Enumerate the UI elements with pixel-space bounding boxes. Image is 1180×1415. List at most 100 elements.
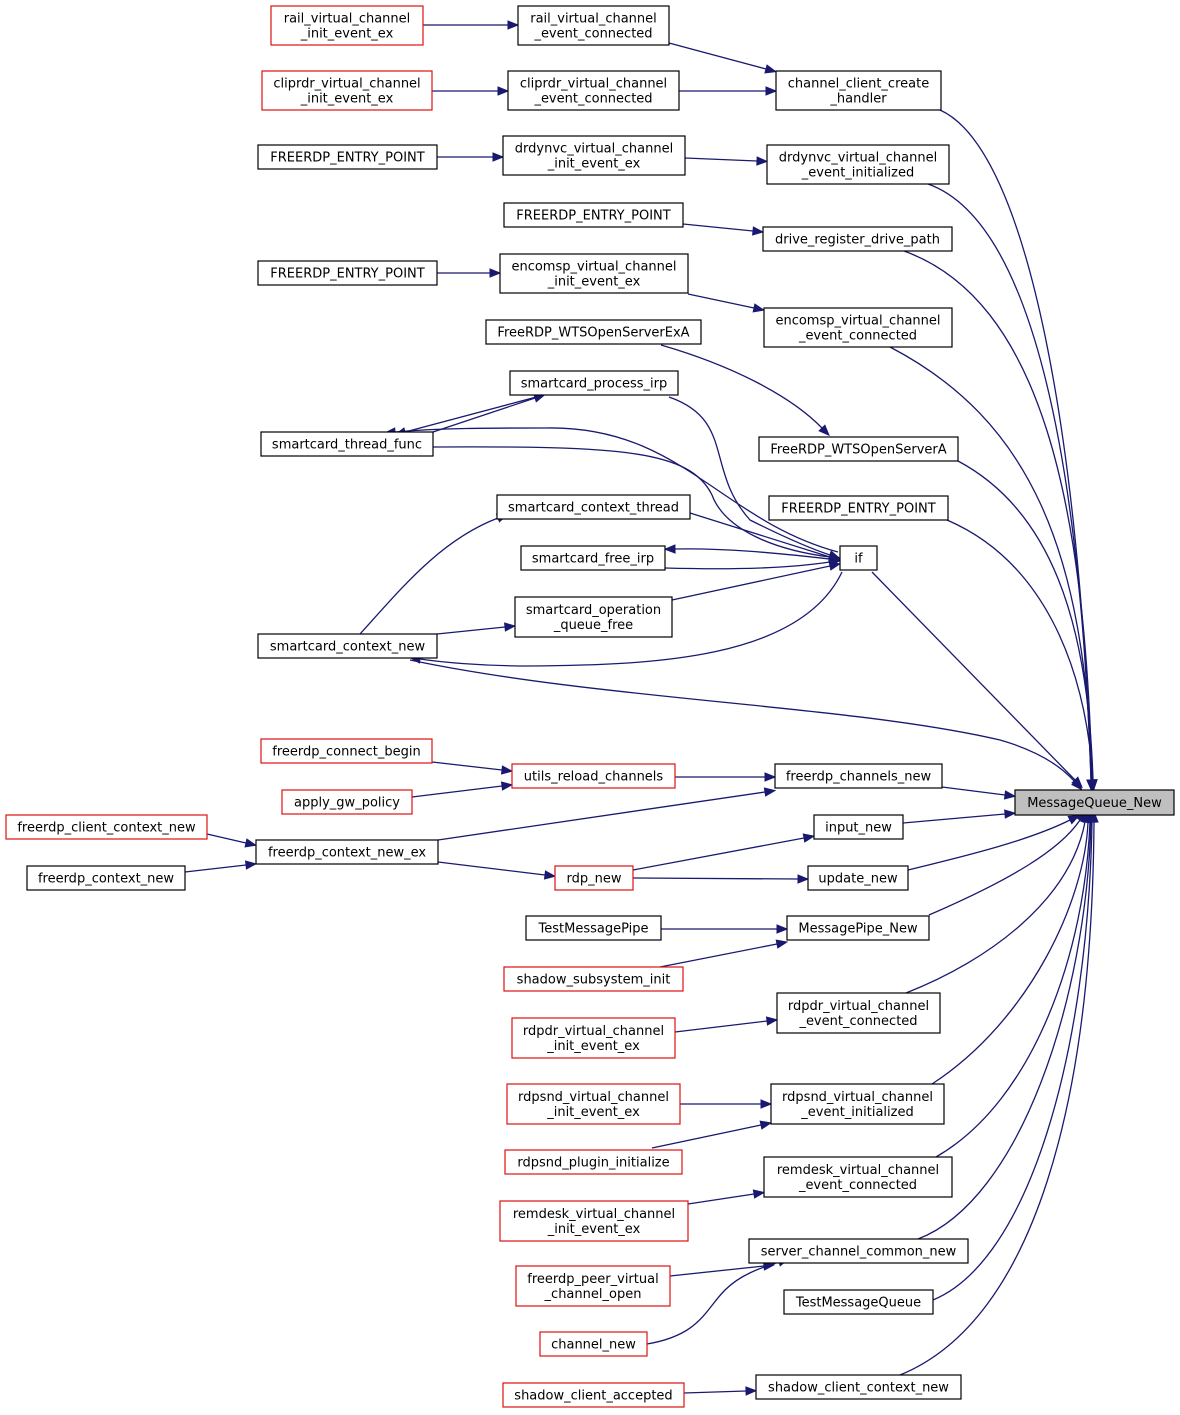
node-label: _event_connected bbox=[798, 329, 917, 344]
node-label: _init_event_ex bbox=[547, 1222, 641, 1237]
arrowhead bbox=[752, 1189, 766, 1199]
node-rdpdr-conn[interactable]: rdpdr_virtual_channel_event_connected bbox=[776, 992, 941, 1034]
node-label: _event_connected bbox=[533, 92, 652, 107]
node-peer-ch[interactable]: freerdp_peer_virtual_channel_open bbox=[515, 1265, 671, 1307]
node-input[interactable]: input_new bbox=[813, 814, 904, 840]
node-chan-new[interactable]: freerdp_channels_new bbox=[774, 763, 943, 789]
node-label: MessageQueue_New bbox=[1027, 796, 1162, 811]
node-enc-conn[interactable]: encomsp_virtual_channel_event_connected bbox=[763, 307, 953, 348]
edge-client_ctx-to-ctx_ex bbox=[206, 833, 258, 848]
node-wts[interactable]: FreeRDP_WTSOpenServerA bbox=[758, 436, 959, 462]
node-label: rdpsnd_plugin_initialize bbox=[517, 1156, 669, 1171]
node-rem-conn[interactable]: remdesk_virtual_channel_event_connected bbox=[763, 1156, 953, 1198]
edge-sc_thread-to-sc_irp bbox=[432, 393, 546, 433]
nodes-layer: MessageQueue_New rail_virtual_channel_ini… bbox=[5, 5, 1175, 1408]
edge-input-to-mq bbox=[902, 809, 1017, 824]
node-label: smartcard_operation bbox=[526, 603, 661, 618]
node-label: rdpdr_virtual_channel bbox=[523, 1024, 664, 1039]
edge-clip_init-to-clip_conn bbox=[432, 86, 510, 96]
edge-enc_init-to-enc_conn bbox=[687, 293, 766, 313]
node-label: TestMessagePipe bbox=[538, 922, 649, 937]
node-fep2[interactable]: FREERDP_ENTRY_POINT bbox=[503, 202, 684, 228]
node-label: _event_connected bbox=[798, 1014, 917, 1029]
node-fep3[interactable]: FREERDP_ENTRY_POINT bbox=[257, 260, 438, 286]
node-rail-init[interactable]: rail_virtual_channel_init_event_ex bbox=[270, 5, 424, 46]
node-fep1[interactable]: FREERDP_ENTRY_POINT bbox=[257, 144, 438, 170]
arrowhead bbox=[775, 939, 789, 949]
node-enc-init[interactable]: encomsp_virtual_channel_init_event_ex bbox=[499, 253, 689, 294]
node-utils[interactable]: utils_reload_channels bbox=[511, 763, 676, 789]
node-sc-opq[interactable]: smartcard_operation_queue_free bbox=[514, 596, 673, 638]
node-mpipe[interactable]: MessagePipe_New bbox=[786, 915, 930, 941]
node-clip-init[interactable]: cliprdr_virtual_channel_init_event_ex bbox=[261, 70, 433, 111]
node-label: freerdp_context_new_ex bbox=[268, 846, 426, 861]
arrowhead bbox=[244, 860, 258, 870]
edge-sc_ctx_new-to-mq bbox=[409, 659, 1083, 791]
edge-snd_init-to-snd_ev bbox=[680, 1099, 773, 1109]
node-update[interactable]: update_new bbox=[807, 865, 909, 891]
node-label: MessagePipe_New bbox=[798, 922, 918, 937]
node-clip-conn[interactable]: cliprdr_virtual_channel_event_connected bbox=[507, 70, 680, 111]
node-drd-ev[interactable]: drdynvc_virtual_channel_event_initialize… bbox=[766, 144, 950, 185]
node-sc-free[interactable]: smartcard_free_irp bbox=[520, 545, 666, 571]
node-label: _init_event_ex bbox=[547, 157, 641, 172]
node-label: TestMessageQueue bbox=[795, 1296, 921, 1311]
node-conn-begin[interactable]: freerdp_connect_begin bbox=[260, 738, 433, 764]
edge-sc_free-to-if bbox=[664, 557, 842, 570]
node-server-ch[interactable]: server_channel_common_new bbox=[748, 1238, 969, 1264]
node-snd-ev[interactable]: rdpsnd_virtual_channel_event_initialized bbox=[770, 1083, 945, 1125]
node-rdp[interactable]: rdp_new bbox=[554, 865, 634, 891]
node-drd-init[interactable]: drdynvc_virtual_channel_init_event_ex bbox=[502, 135, 686, 176]
node-sc-thread[interactable]: smartcard_thread_func bbox=[260, 431, 434, 457]
edge-test_queue-to-mq bbox=[932, 810, 1097, 1301]
node-label: _queue_free bbox=[553, 618, 633, 633]
node-channel-new[interactable]: channel_new bbox=[539, 1331, 648, 1357]
edge-fep1-to-drd_init bbox=[437, 152, 505, 162]
node-shadow-ctx[interactable]: shadow_client_context_new bbox=[755, 1374, 962, 1400]
node-if[interactable]: if bbox=[839, 545, 878, 571]
node-test-pipe[interactable]: TestMessagePipe bbox=[525, 915, 662, 941]
node-sc-ctx-thread[interactable]: smartcard_context_thread bbox=[496, 494, 691, 520]
node-client-ctx[interactable]: freerdp_client_context_new bbox=[5, 814, 208, 840]
node-label: _init_event_ex bbox=[300, 27, 394, 42]
edge-update-to-mq bbox=[907, 814, 1081, 871]
node-snd-plugin[interactable]: rdpsnd_plugin_initialize bbox=[504, 1149, 683, 1175]
arrowhead bbox=[776, 924, 789, 934]
node-test-queue[interactable]: TestMessageQueue bbox=[783, 1289, 934, 1315]
node-wtsex[interactable]: FreeRDP_WTSOpenServerExA bbox=[485, 319, 702, 345]
node-label: freerdp_peer_virtual bbox=[527, 1272, 658, 1287]
edge-rail_conn-to-cch bbox=[668, 42, 777, 74]
arrowhead bbox=[500, 765, 514, 775]
node-sc-irp[interactable]: smartcard_process_irp bbox=[509, 370, 679, 396]
node-label: freerdp_context_new bbox=[38, 872, 174, 887]
node-fep4[interactable]: FREERDP_ENTRY_POINT bbox=[768, 495, 949, 521]
node-rail-conn[interactable]: rail_virtual_channel_event_connected bbox=[517, 5, 670, 46]
node-label: FREERDP_ENTRY_POINT bbox=[270, 151, 424, 166]
edge-fep3-to-enc_init bbox=[437, 268, 502, 278]
node-shadow-sub[interactable]: shadow_subsystem_init bbox=[503, 966, 684, 992]
node-shadow-acc[interactable]: shadow_client_accepted bbox=[502, 1382, 685, 1408]
node-label: _init_event_ex bbox=[547, 275, 641, 290]
node-cch[interactable]: channel_client_create_handler bbox=[775, 70, 942, 111]
node-rdpdr-init[interactable]: rdpdr_virtual_channel_init_event_ex bbox=[511, 1017, 676, 1059]
node-label: _init_event_ex bbox=[546, 1039, 640, 1054]
edges-layer bbox=[184, 20, 1099, 1396]
node-ctx-ex[interactable]: freerdp_context_new_ex bbox=[255, 839, 439, 865]
node-drive[interactable]: drive_register_drive_path bbox=[762, 226, 953, 252]
edge-rdp-to-input bbox=[632, 833, 816, 871]
node-mq[interactable]: MessageQueue_New bbox=[1014, 789, 1175, 816]
node-sc-ctx-new[interactable]: smartcard_context_new bbox=[257, 633, 438, 659]
node-label: shadow_client_context_new bbox=[768, 1381, 949, 1396]
node-rem-init[interactable]: remdesk_virtual_channel_init_event_ex bbox=[499, 1200, 689, 1242]
node-gw[interactable]: apply_gw_policy bbox=[281, 789, 413, 815]
node-snd-init[interactable]: rdpsnd_virtual_channel_init_event_ex bbox=[506, 1083, 681, 1125]
edge-shadow_acc-to-shadow_ctx bbox=[683, 1386, 758, 1396]
edge-ctx_ex-to-rdp bbox=[437, 861, 557, 880]
arrowhead bbox=[802, 833, 816, 843]
node-ctx-new[interactable]: freerdp_context_new bbox=[26, 865, 186, 891]
arrowhead bbox=[492, 152, 505, 162]
node-label: _event_initialized bbox=[800, 1105, 913, 1120]
node-label: smartcard_context_thread bbox=[508, 501, 679, 516]
edge-enc_conn-to-mq bbox=[889, 346, 1097, 792]
